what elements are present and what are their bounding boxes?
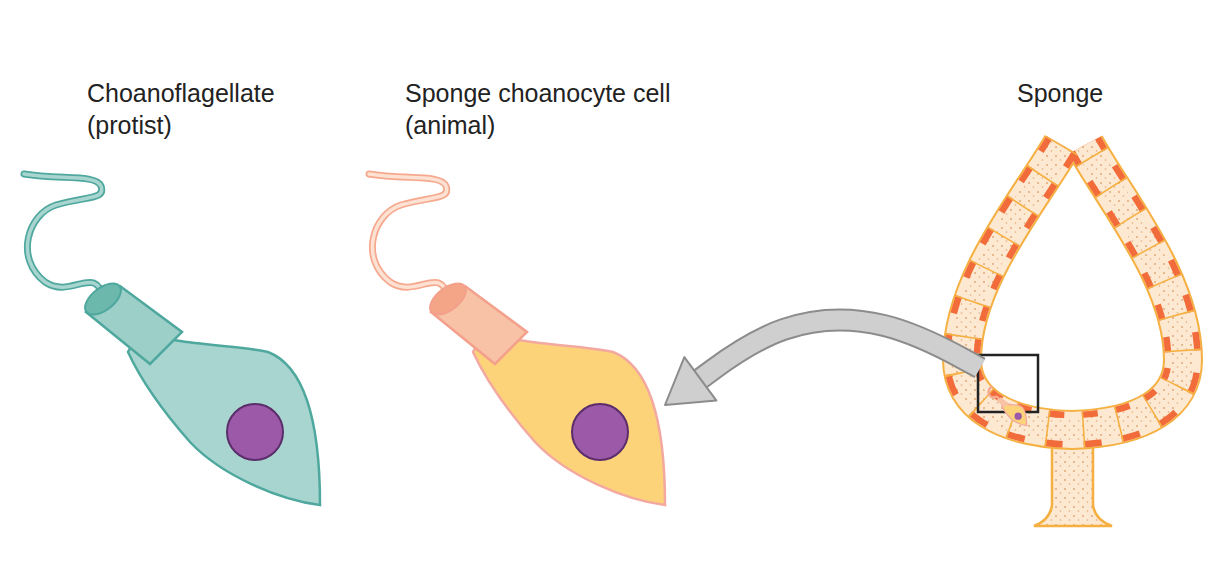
block-arrow bbox=[665, 320, 980, 405]
sponge-wall-outline bbox=[962, 145, 1183, 430]
wall-segments bbox=[962, 145, 1183, 430]
inset-collar bbox=[996, 397, 1008, 407]
figure-panel: Choanoflagellate (protist) bbox=[20, 75, 340, 535]
inset-box bbox=[978, 355, 1038, 412]
flagellum bbox=[24, 174, 104, 300]
sponge-figure bbox=[962, 145, 1183, 526]
figure-panel: Sponge choanocyte cell (animal) bbox=[365, 75, 665, 535]
inset-flagellum bbox=[989, 387, 999, 399]
arrow-body bbox=[699, 320, 980, 380]
collar-opening bbox=[425, 277, 472, 320]
collar-opening bbox=[80, 277, 127, 320]
flagellum bbox=[369, 174, 449, 300]
choanoflagellate-figure bbox=[24, 174, 320, 505]
arrow-head bbox=[665, 357, 716, 405]
figure-heading: Sponge choanocyte cell (animal) bbox=[405, 77, 750, 141]
sponge-mesohyl bbox=[962, 145, 1183, 430]
choanocyte-figure bbox=[369, 174, 665, 505]
inset-nucleus bbox=[1015, 413, 1022, 420]
inset-cell bbox=[989, 387, 1027, 426]
figure-heading: Sponge bbox=[1017, 77, 1167, 109]
nucleus bbox=[227, 404, 283, 460]
figure-heading: Choanoflagellate (protist) bbox=[87, 77, 327, 141]
flagellum bbox=[369, 174, 449, 300]
sponge-wall bbox=[962, 145, 1183, 430]
nucleus bbox=[572, 404, 628, 460]
arrow-outline bbox=[699, 320, 980, 380]
flagellum bbox=[24, 174, 104, 300]
figure-panel: Sponge bbox=[980, 75, 1205, 535]
choanocyte-chambers bbox=[962, 145, 1183, 430]
